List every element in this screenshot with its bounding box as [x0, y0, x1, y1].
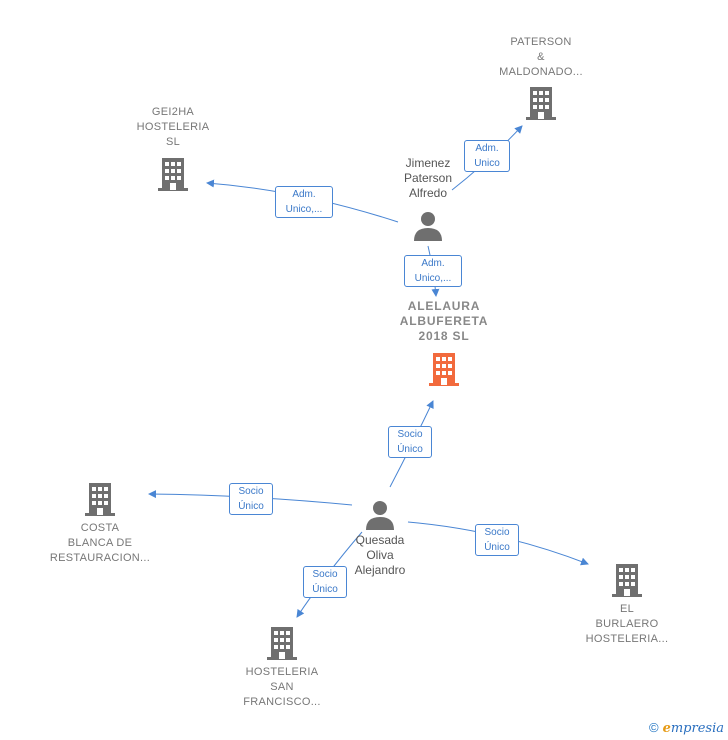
edge-label-jimenez-gei2ha[interactable]: Adm. Unico,...	[275, 186, 333, 218]
focus-company-label-line2: ALBUFERETA	[399, 314, 489, 328]
person-name-line2: Oliva	[366, 548, 394, 562]
edge-label-quesada-hosteleria[interactable]: Socio Único	[303, 566, 347, 598]
building-icon	[612, 564, 642, 597]
person-name-line3: Alejandro	[354, 563, 406, 577]
edge-label-quesada-costa[interactable]: Socio Único	[229, 483, 273, 515]
edge-label-line1: Socio	[397, 429, 423, 440]
edge-label-quesada-burlaero[interactable]: Socio Único	[475, 524, 519, 556]
edge-label-line1: Adm.	[292, 189, 316, 200]
company-node-hosteleria-san[interactable]: HOSTELERIA SAN FRANCISCO...	[222, 625, 342, 710]
company-label-line1: PATERSON	[510, 36, 572, 48]
company-label-line2: &	[537, 51, 545, 63]
company-node-paterson[interactable]: PATERSON & MALDONADO...	[481, 35, 601, 121]
company-label-line1: COSTA	[80, 522, 120, 534]
person-name-line1: Quesada	[355, 533, 405, 547]
focus-company-label-line3: 2018 SL	[418, 329, 470, 343]
edge-label-line1: Adm.	[475, 143, 499, 154]
company-label-line2: BURLAERO	[595, 618, 659, 630]
company-label-line3: HOSTELERIA...	[585, 633, 669, 645]
person-name-line1: Jimenez	[405, 156, 451, 170]
company-label-line2: BLANCA DE	[67, 537, 133, 549]
company-label-line2: HOSTELERIA	[136, 121, 210, 133]
edge-label-line2: Único	[312, 584, 338, 595]
logo-e: e	[662, 721, 671, 736]
focus-company-label-line1: ALELAURA	[407, 299, 481, 313]
company-label-line1: HOSTELERIA	[245, 666, 319, 678]
edge-label-line1: Socio	[312, 569, 338, 580]
edge-label-line2: Unico,...	[414, 273, 452, 284]
edge-label-line2: Único	[397, 444, 423, 455]
company-label-line3: SL	[165, 136, 181, 148]
person-icon	[366, 501, 394, 530]
edge-label-line2: Unico	[474, 158, 500, 169]
focus-company-node[interactable]: ALELAURA ALBUFERETA 2018 SL	[374, 299, 514, 387]
company-label-line3: FRANCISCO...	[243, 696, 321, 708]
edge-label-jimenez-focus[interactable]: Adm. Unico,...	[404, 255, 462, 287]
building-icon	[85, 483, 115, 516]
company-node-costa[interactable]: COSTA BLANCA DE RESTAURACION...	[34, 481, 166, 566]
company-node-burlaero[interactable]: EL BURLAERO HOSTELERIA...	[567, 562, 687, 647]
building-icon	[429, 353, 459, 386]
edge-label-line2: Único	[238, 501, 264, 512]
logo-text: mpresia	[670, 721, 724, 736]
company-label-line2: SAN	[270, 681, 294, 693]
company-label-line1: GEI2HA	[151, 106, 195, 118]
building-icon	[267, 627, 297, 660]
edge-label-line1: Socio	[238, 486, 264, 497]
person-node-jimenez[interactable]: Jimenez Paterson Alfredo	[368, 156, 488, 242]
building-icon	[158, 158, 188, 191]
edge-label-line1: Adm.	[421, 258, 445, 269]
building-icon	[526, 87, 556, 120]
person-icon	[414, 212, 442, 241]
person-name-line3: Alfredo	[408, 186, 448, 200]
edge-label-quesada-focus[interactable]: Socio Único	[388, 426, 432, 458]
edge-label-line2: Unico,...	[285, 204, 323, 215]
empresia-logo: ©empresia	[649, 720, 724, 736]
edge-label-line2: Único	[484, 542, 510, 553]
company-label-line1: EL	[619, 603, 635, 615]
edge-label-jimenez-paterson[interactable]: Adm. Unico	[464, 140, 510, 172]
copyright-symbol: ©	[648, 720, 659, 735]
person-name-line2: Paterson	[403, 171, 453, 185]
person-node-quesada[interactable]: Quesada Oliva Alejandro	[320, 499, 440, 578]
company-label-line3: MALDONADO...	[499, 66, 583, 78]
company-node-gei2ha[interactable]: GEI2HA HOSTELERIA SL	[113, 105, 233, 192]
edge-label-line1: Socio	[484, 527, 510, 538]
company-label-line3: RESTAURACION...	[49, 552, 151, 564]
